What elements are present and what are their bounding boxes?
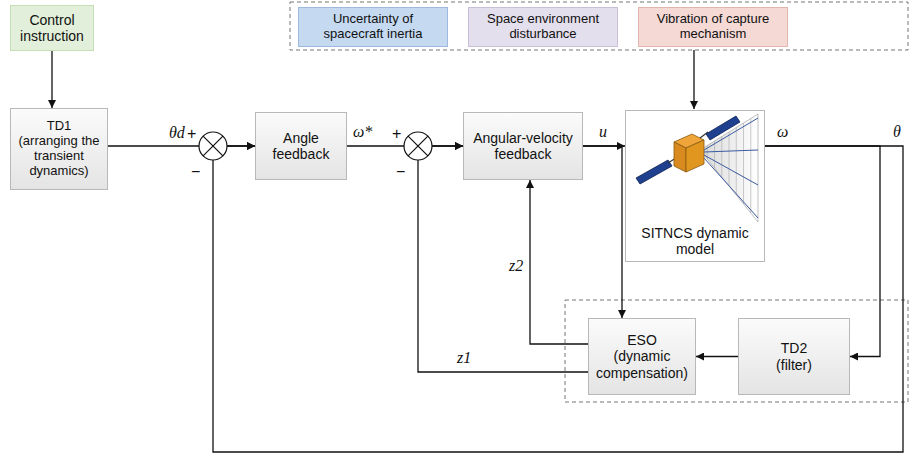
signal-label: u [598, 124, 608, 140]
signal-label: θ [892, 124, 902, 140]
disturbance-box: Space environment disturbance [468, 7, 618, 47]
node-title: TD2 [781, 340, 807, 356]
process-box: TD2(filter) [738, 318, 850, 395]
node-title: Vibration of capture mechanism [643, 12, 783, 42]
node-title: Space environment disturbance [473, 12, 613, 42]
node-title: SITNCS dynamic model [630, 225, 760, 257]
node-title: ESO [627, 332, 657, 348]
sign-label: + [186, 126, 197, 142]
node-title: Control instruction [15, 12, 89, 44]
node-title: TD1 [47, 119, 72, 134]
sign-label: + [391, 126, 402, 142]
command-box: Control instruction [10, 5, 94, 51]
sign-label: − [190, 164, 201, 180]
node-title: Uncertainty of spacecraft inertia [303, 12, 443, 42]
process-box: ESO(dynamic compensation) [588, 318, 696, 395]
process-box: Angular-velocity feedback [463, 112, 583, 180]
disturbance-group [290, 2, 908, 50]
node-title: Angular-velocity feedback [468, 130, 578, 162]
signal-label: ω [776, 124, 789, 140]
observer-group [565, 300, 908, 402]
plant-model-box: SITNCS dynamic model [625, 110, 765, 262]
signal-label: ω* [352, 124, 373, 140]
signal-label: z1 [456, 350, 472, 366]
signal-arrow [51, 51, 52, 108]
signal-arrow [583, 146, 622, 318]
process-box: TD1(arranging the transient dynamics) [10, 108, 108, 190]
spacecraft-illustration [636, 114, 758, 222]
disturbance-box: Uncertainty of spacecraft inertia [298, 7, 448, 47]
disturbance-arrow [693, 50, 694, 109]
summing-junction [199, 132, 227, 160]
node-subtitle: (arranging the transient dynamics) [15, 134, 103, 179]
signal-arrow [530, 180, 588, 344]
sign-label: − [395, 164, 406, 180]
node-subtitle: (filter) [776, 357, 812, 373]
node-title: Angle feedback [260, 130, 342, 162]
summing-junction [404, 132, 432, 160]
signal-label: θd [168, 125, 186, 141]
signal-arrow [213, 146, 903, 452]
signal-arrow [696, 356, 738, 357]
signal-label: z2 [508, 258, 524, 274]
disturbance-box: Vibration of capture mechanism [638, 7, 788, 47]
node-subtitle: (dynamic compensation) [593, 348, 691, 380]
process-box: Angle feedback [255, 112, 347, 180]
